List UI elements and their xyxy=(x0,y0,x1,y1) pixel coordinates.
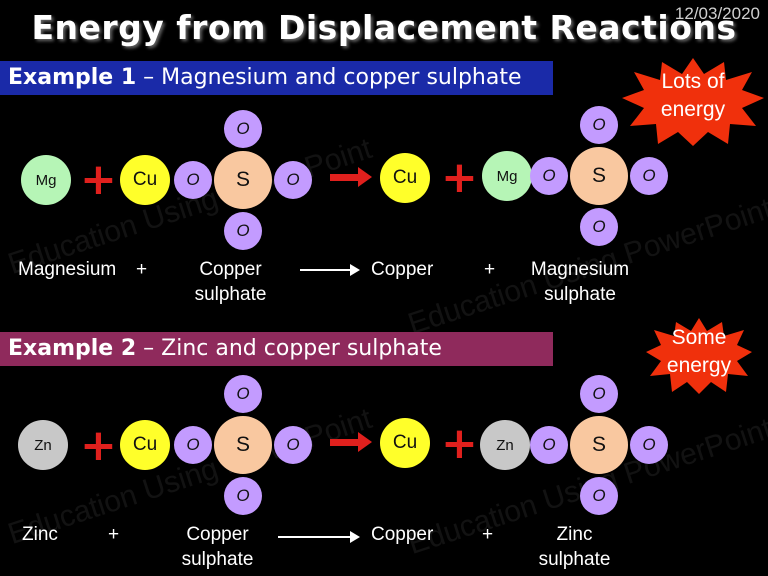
oxygen-atom: O xyxy=(224,477,262,515)
star-line1: Some xyxy=(671,326,727,349)
product1-label: Copper xyxy=(371,524,434,545)
copper-atom: Cu xyxy=(120,420,170,470)
plus-sign: + xyxy=(441,418,478,469)
product2-line2: sulphate xyxy=(544,284,616,305)
starburst-icon xyxy=(646,318,752,394)
product2-line2: sulphate xyxy=(538,549,611,570)
star-line2: energy xyxy=(666,354,732,377)
slide-date: 12/03/2020 xyxy=(674,4,760,23)
oxygen-atom: O xyxy=(174,161,212,199)
star-text: Lots of energy xyxy=(633,68,753,124)
example1-description: – Magnesium and copper sulphate xyxy=(136,65,522,90)
oxygen-atom: O xyxy=(630,157,668,195)
oxygen-atom: O xyxy=(224,375,262,413)
reactant2-label: Copper sulphate xyxy=(178,257,283,307)
oxygen-atom: O xyxy=(630,426,668,464)
copper-atom: Cu xyxy=(120,155,170,205)
reactant2-label: Copper sulphate xyxy=(165,522,270,572)
oxygen-atom: O xyxy=(530,157,568,195)
plus-sign: + xyxy=(80,420,117,471)
reaction-arrow-icon xyxy=(330,167,372,187)
product2-line1: Magnesium xyxy=(530,259,630,280)
reactant2-line1: Copper xyxy=(199,259,262,280)
product2-label: Zinc sulphate xyxy=(522,522,627,572)
copper-atom: Cu xyxy=(380,153,430,203)
plus-label: + xyxy=(484,259,496,280)
magnesium-atom: Mg xyxy=(21,155,71,205)
reactant2-line2: sulphate xyxy=(181,549,254,570)
copper-atom: Cu xyxy=(380,418,430,468)
product2-line1: Zinc xyxy=(556,524,593,545)
oxygen-atom: O xyxy=(580,106,618,144)
oxygen-atom: O xyxy=(274,426,312,464)
sulfur-atom: S xyxy=(214,151,272,209)
product1-label: Copper xyxy=(371,259,434,280)
product2-label: Magnesium sulphate xyxy=(522,257,638,307)
plus-label: + xyxy=(136,259,148,280)
example2-number: Example 2 xyxy=(8,336,137,361)
reactant1-label: Magnesium xyxy=(18,259,117,280)
reactant2-line2: sulphate xyxy=(194,284,267,305)
oxygen-atom: O xyxy=(174,426,212,464)
example2-description: – Zinc and copper sulphate xyxy=(136,336,442,361)
sulfur-atom: S xyxy=(570,147,628,205)
yields-arrow-icon xyxy=(300,264,360,276)
sulfur-atom: S xyxy=(570,416,628,474)
example1-banner: Example 1 – Magnesium and copper sulphat… xyxy=(0,61,553,95)
plus-sign: + xyxy=(80,154,117,205)
oxygen-atom: O xyxy=(224,212,262,250)
sulfur-atom: S xyxy=(214,416,272,474)
page-title: Energy from Displacement Reactions xyxy=(31,8,737,47)
reactant1-label: Zinc xyxy=(22,524,58,545)
star-line1: Lots of xyxy=(661,70,725,93)
star-text: Some energy xyxy=(644,324,754,380)
magnesium-atom: Mg xyxy=(482,151,532,201)
yields-arrow-icon xyxy=(278,531,360,543)
example1-number: Example 1 xyxy=(8,65,137,90)
reaction-arrow-icon xyxy=(330,432,372,452)
oxygen-atom: O xyxy=(530,426,568,464)
plus-label: + xyxy=(108,524,120,545)
starburst-icon xyxy=(622,58,764,146)
plus-label: + xyxy=(482,524,494,545)
zinc-atom: Zn xyxy=(18,420,68,470)
reactant2-line1: Copper xyxy=(186,524,249,545)
example2-banner: Example 2 – Zinc and copper sulphate xyxy=(0,332,553,366)
oxygen-atom: O xyxy=(580,477,618,515)
oxygen-atom: O xyxy=(580,208,618,246)
plus-sign: + xyxy=(441,152,478,203)
zinc-atom: Zn xyxy=(480,420,530,470)
star-line2: energy xyxy=(660,98,726,121)
oxygen-atom: O xyxy=(274,161,312,199)
oxygen-atom: O xyxy=(224,110,262,148)
oxygen-atom: O xyxy=(580,375,618,413)
